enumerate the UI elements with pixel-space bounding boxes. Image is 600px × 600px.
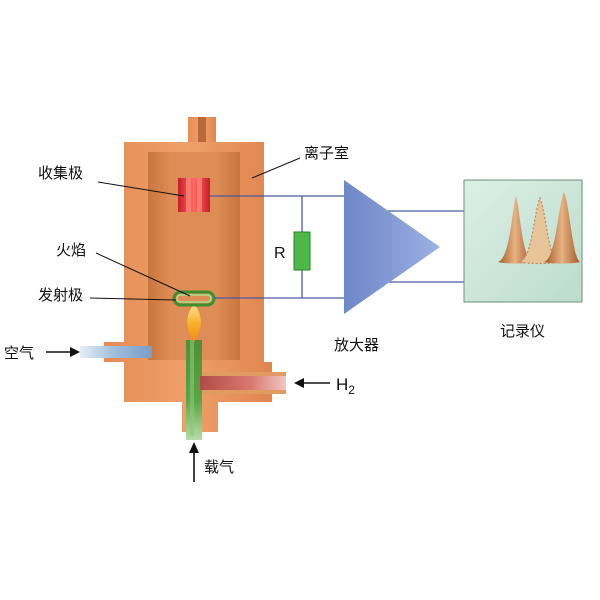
label-air: 空气	[4, 344, 34, 362]
label-emitter: 发射极	[38, 286, 83, 304]
label-hydrogen: H2	[336, 375, 355, 397]
label-ion-chamber: 离子室	[304, 144, 349, 162]
label-collector: 收集极	[38, 164, 83, 182]
circuit-wires	[210, 195, 464, 299]
collector-highlight-right	[197, 178, 202, 212]
leader-lines	[89, 157, 301, 301]
amplifier-triangle	[344, 180, 440, 314]
recorder	[463, 179, 583, 303]
leader-collector	[97, 181, 185, 197]
text-labels: 收集极 离子室 火焰 发射极 空气 H2 载气 R 放大器 记录仪	[4, 144, 545, 476]
collector-electrode	[178, 178, 210, 212]
inlet-arrows	[46, 347, 330, 482]
leader-flame	[95, 252, 191, 297]
label-carrier-gas: 载气	[204, 458, 234, 476]
emitter-ring-inner	[176, 294, 212, 303]
leader-emitter	[89, 297, 177, 301]
label-hydrogen-subscript: 2	[348, 383, 355, 397]
air-pipe	[80, 346, 152, 358]
air-arrow-head	[70, 347, 80, 357]
collector-highlight-left	[186, 178, 191, 212]
peak-2	[518, 196, 560, 265]
label-recorder: 记录仪	[500, 322, 545, 340]
label-amplifier: 放大器	[334, 336, 379, 354]
hydrogen-pipe	[200, 376, 286, 390]
label-flame: 火焰	[56, 241, 86, 259]
label-hydrogen-main: H	[336, 375, 348, 394]
peak-3	[544, 192, 580, 264]
carrier-arrow-head	[189, 442, 199, 453]
resistor	[293, 231, 311, 271]
hydrogen-arrow-head	[294, 378, 304, 388]
carrier-gas-tube-highlight	[190, 340, 194, 436]
label-resistor: R	[274, 245, 286, 262]
chromatogram-peaks	[498, 192, 580, 265]
leader-ion-chamber	[251, 157, 301, 179]
flame-shape	[187, 304, 201, 342]
peak-1	[498, 196, 532, 264]
collector-block	[178, 178, 210, 212]
detector-top-chimney-bore	[198, 117, 206, 143]
